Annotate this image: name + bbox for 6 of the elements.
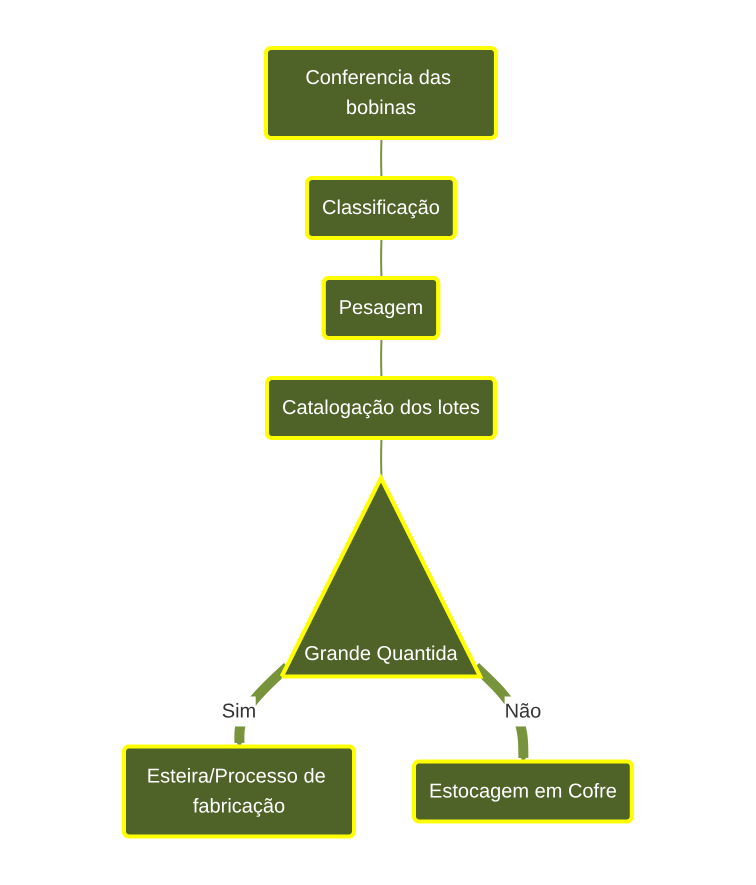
connector xyxy=(380,238,383,279)
edge-label: Não xyxy=(504,700,542,723)
connector xyxy=(380,438,383,479)
connector xyxy=(380,138,383,179)
connector xyxy=(380,338,383,379)
edge-label: Sim xyxy=(222,700,256,723)
